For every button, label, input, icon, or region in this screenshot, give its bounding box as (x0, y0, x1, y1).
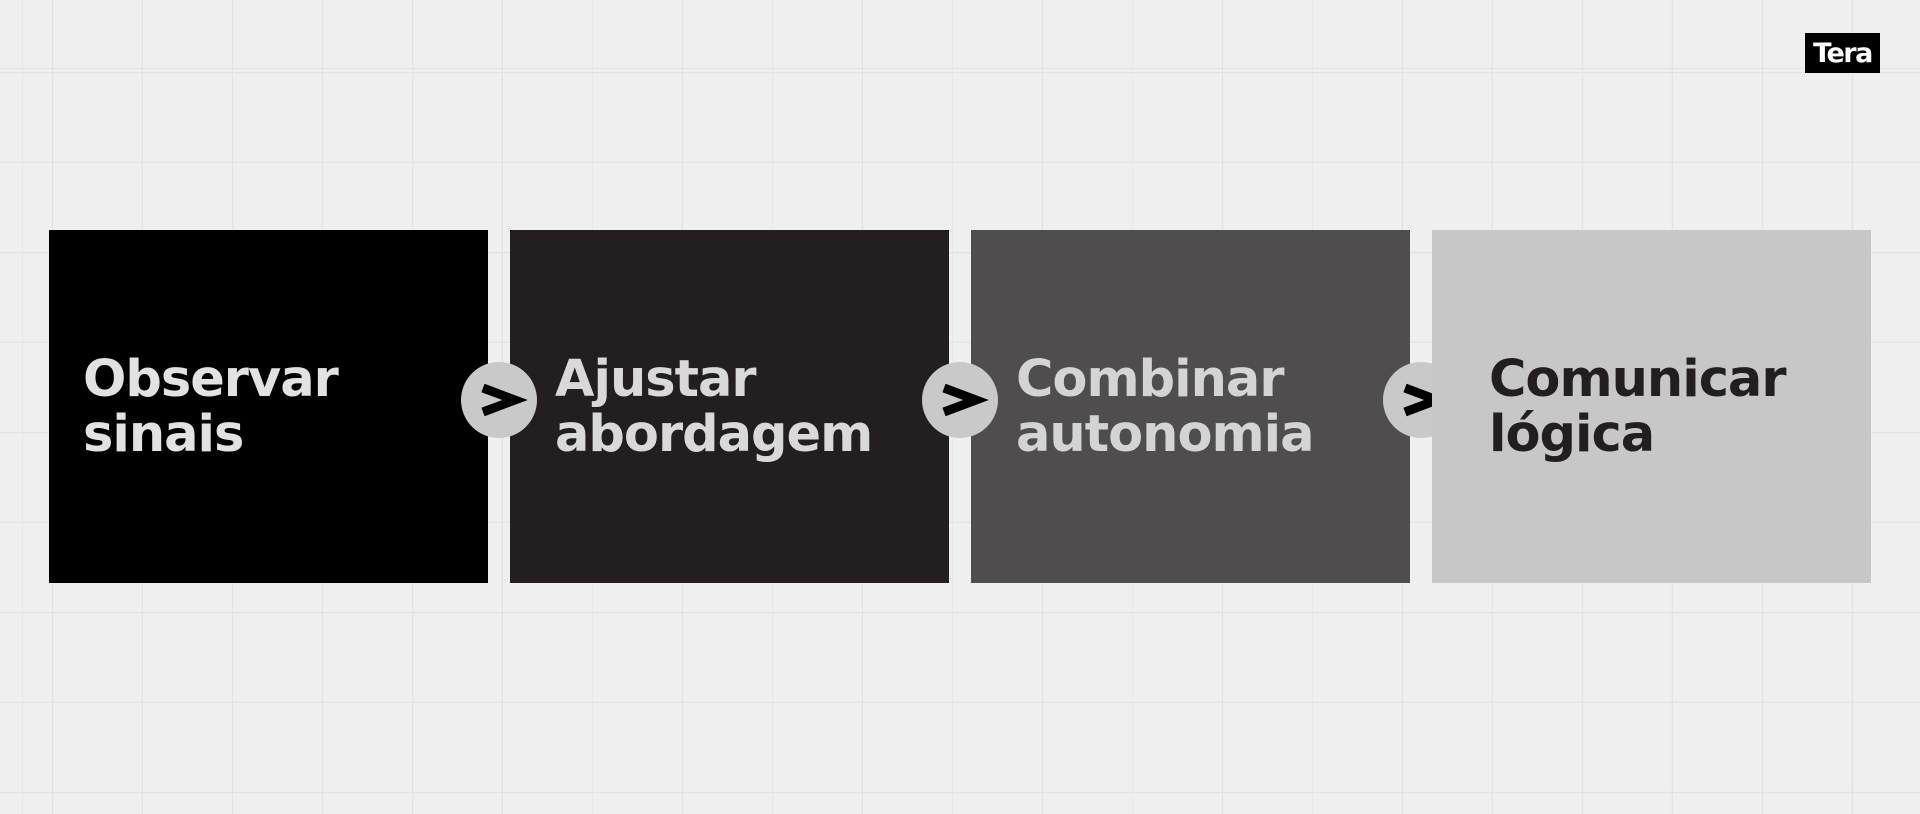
step-label-line-1: Comunicar (1489, 350, 1787, 409)
step-label-line-2: autonomia (1016, 405, 1315, 464)
step-label-line-1: Ajustar (555, 350, 757, 409)
step-label-line-1: Combinar (1016, 350, 1284, 409)
chevron-right-icon (1383, 362, 1459, 438)
step-ajustar-abordagem: Ajustar abordagem (510, 230, 949, 583)
step-combinar-autonomia: Combinar autonomia (971, 230, 1410, 583)
tera-logo: Tera (1805, 33, 1880, 73)
step-label: Observar sinais (83, 350, 339, 464)
step-label: Ajustar abordagem (555, 350, 873, 464)
step-label-line-1: Observar (83, 350, 339, 409)
connector-overlap (1432, 362, 1459, 438)
step-label: Combinar autonomia (1016, 350, 1315, 464)
step-label-line-2: lógica (1489, 405, 1655, 464)
chevron-right-icon (461, 362, 537, 438)
step-comunicar-logica: Comunicar lógica (1432, 230, 1871, 583)
step-label: Comunicar lógica (1489, 350, 1787, 464)
step-label-line-2: sinais (83, 405, 244, 464)
step-label-line-2: abordagem (555, 405, 873, 464)
chevron-right-icon (922, 362, 998, 438)
step-observar-sinais: Observar sinais (49, 230, 488, 583)
